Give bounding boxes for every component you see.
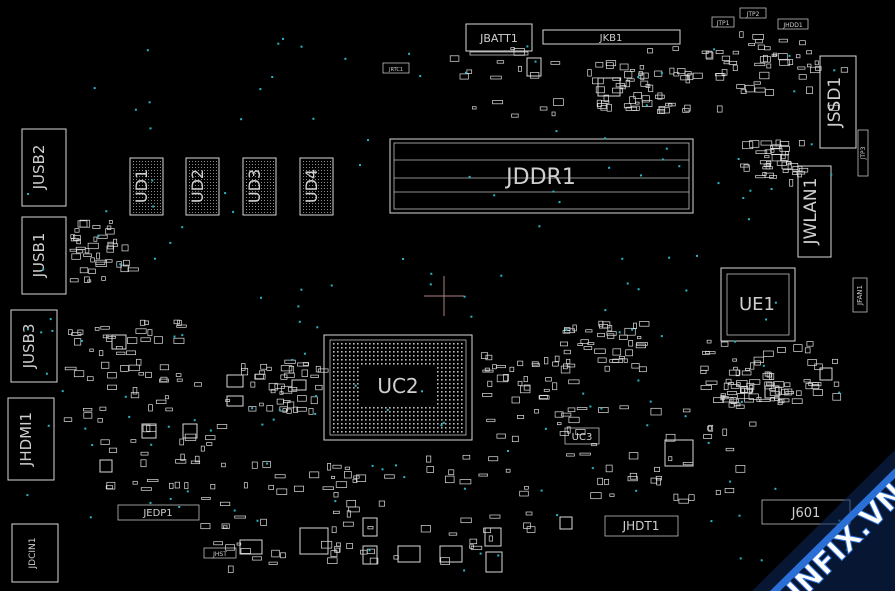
jtp3-connector[interactable]: JTP3 [857, 129, 869, 177]
ud4-chip[interactable]: UD4 [299, 157, 334, 216]
jedp-label: JEDP1 [142, 508, 172, 519]
jtp1-connector[interactable]: JTP1 [711, 16, 735, 28]
jfan-connector[interactable]: JFAN1 [852, 277, 868, 313]
jwlan-label: JWLAN1 [801, 178, 821, 246]
jwlan-connector[interactable]: JWLAN1 [797, 165, 832, 258]
jssd-connector[interactable]: JSSD1 [819, 55, 857, 149]
ud3-chip[interactable]: UD3 [242, 157, 277, 216]
jusb1-label: JUSB1 [30, 233, 48, 279]
jdcin-label: JDCIN1 [28, 538, 38, 570]
jhst-connector[interactable]: JHST [203, 547, 237, 559]
ud3-label: UD3 [245, 169, 264, 203]
ud1-label: UD1 [132, 169, 151, 203]
jssd-label: JSSD1 [825, 77, 845, 129]
jrtc-label: JRTC1 [388, 67, 403, 73]
ue1-label: UE1 [739, 294, 775, 315]
jhdt-label: JHDT1 [622, 519, 660, 533]
jkb-connector[interactable]: JKB1 [542, 29, 681, 45]
jddr-slot[interactable]: JDDR1 [389, 138, 694, 214]
jtp3-label: JTP3 [860, 146, 867, 160]
via-dots [26, 37, 848, 572]
ue1-chip[interactable]: UE1 [720, 267, 796, 342]
jhst-label: JHST [212, 551, 227, 558]
jusb2-port[interactable]: JUSB2 [21, 128, 67, 207]
jusb2-label: JUSB2 [30, 145, 48, 191]
passive-components [63, 31, 849, 573]
jusb3-port[interactable]: JUSB3 [10, 309, 58, 383]
jedp-connector[interactable]: JEDP1 [117, 504, 200, 521]
jhdt-connector[interactable]: JHDT1 [604, 515, 679, 537]
jhdd1-connector[interactable]: JHDD1 [777, 18, 809, 30]
j601-label: J601 [791, 506, 821, 521]
uc3-chip[interactable]: UC3 [564, 427, 600, 445]
jbatt-label: JBATT1 [479, 32, 518, 45]
jusb1-port[interactable]: JUSB1 [21, 216, 67, 295]
jddr-label: JDDR1 [504, 165, 576, 190]
watermark: HNFIX.VN [752, 450, 895, 591]
jhdmi-label: JHDMI1 [17, 412, 35, 467]
crosshair-cursor [424, 276, 464, 316]
jtp1-label: JTP1 [716, 20, 730, 27]
jtp2-label: JTP2 [746, 11, 760, 18]
jfan-label: JFAN1 [856, 285, 864, 306]
jkb-label: JKB1 [599, 33, 623, 44]
uc2-cpu[interactable]: UC2 [323, 334, 473, 441]
ud2-label: UD2 [188, 169, 207, 203]
jtp2-connector[interactable]: JTP2 [739, 7, 767, 19]
uc2-label: UC2 [377, 374, 418, 398]
jrtc-connector[interactable]: JRTC1 [382, 62, 410, 74]
jbatt-connector[interactable]: JBATT1 [465, 23, 533, 56]
jhdmi-port[interactable]: JHDMI1 [7, 397, 55, 481]
ud4-label: UD4 [302, 169, 321, 203]
jdcin-port[interactable]: JDCIN1 [11, 523, 59, 583]
ud1-chip[interactable]: UD1 [129, 157, 331, 216]
ud2-chip[interactable]: UD2 [185, 157, 220, 216]
jhdd1-label: JHDD1 [782, 22, 803, 29]
jusb3-label: JUSB3 [20, 324, 38, 370]
uc3-label: UC3 [572, 432, 593, 443]
